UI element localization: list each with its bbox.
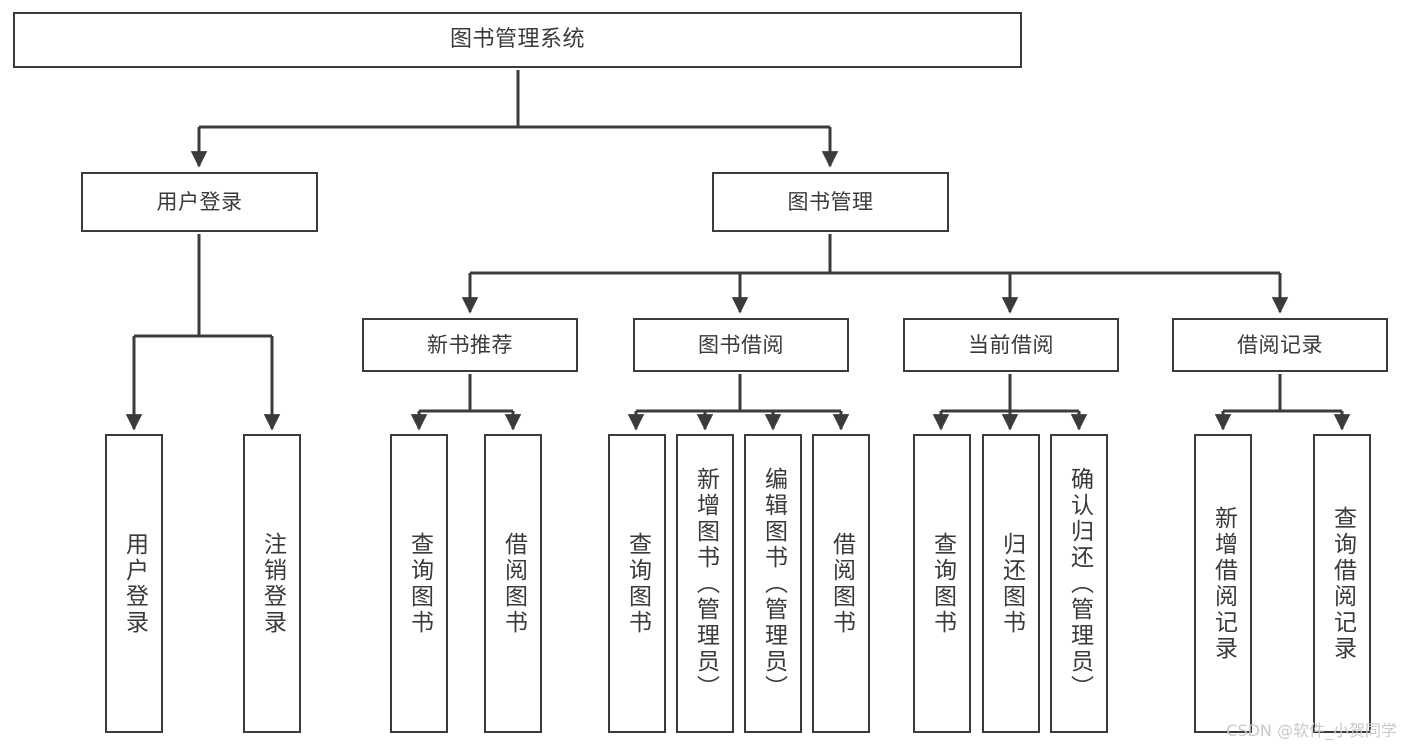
- node-label: 查询图书: [929, 531, 956, 636]
- node-label: 新增借阅记录: [1210, 505, 1237, 662]
- node-label: 归还图书: [998, 531, 1025, 636]
- leaf-current-confirm-return-admin[interactable]: 确认归还（管理员）: [1050, 434, 1108, 733]
- node-label: 查询图书: [624, 531, 651, 636]
- node-label: 图书借阅: [698, 332, 784, 357]
- node-current-borrow[interactable]: 当前借阅: [903, 318, 1119, 372]
- node-label: 用户登录: [156, 189, 243, 214]
- node-user-login[interactable]: 用户登录: [81, 172, 318, 232]
- leaf-user-login[interactable]: 用户登录: [105, 434, 163, 733]
- node-label: 新增图书（管理员）: [692, 466, 719, 701]
- leaf-logout[interactable]: 注销登录: [243, 434, 301, 733]
- leaf-borrow-add-book-admin[interactable]: 新增图书（管理员）: [676, 434, 734, 733]
- leaf-current-return-book[interactable]: 归还图书: [982, 434, 1040, 733]
- node-label: 借阅图书: [828, 531, 855, 636]
- node-label: 查询图书: [406, 531, 433, 636]
- leaf-borrow-edit-book-admin[interactable]: 编辑图书（管理员）: [744, 434, 802, 733]
- node-label: 当前借阅: [968, 332, 1054, 357]
- node-label: 借阅记录: [1237, 332, 1323, 357]
- leaf-new-book-query[interactable]: 查询图书: [390, 434, 448, 733]
- leaf-record-query-borrow-record[interactable]: 查询借阅记录: [1313, 434, 1371, 733]
- leaf-record-add-borrow-record[interactable]: 新增借阅记录: [1194, 434, 1252, 733]
- leaf-borrow-borrow-book[interactable]: 借阅图书: [812, 434, 870, 733]
- node-label: 新书推荐: [427, 332, 513, 357]
- node-label: 图书管理系统: [449, 27, 585, 53]
- node-label: 编辑图书（管理员）: [760, 466, 787, 701]
- node-label: 用户登录: [121, 531, 148, 636]
- node-new-book-recommend[interactable]: 新书推荐: [362, 318, 578, 372]
- node-label: 图书管理: [787, 189, 874, 214]
- node-label: 查询借阅记录: [1329, 505, 1356, 662]
- node-label: 确认归还（管理员）: [1066, 466, 1093, 701]
- leaf-borrow-query-book[interactable]: 查询图书: [608, 434, 666, 733]
- leaf-new-book-borrow[interactable]: 借阅图书: [484, 434, 542, 733]
- node-book-borrow[interactable]: 图书借阅: [633, 318, 849, 372]
- node-label: 注销登录: [259, 531, 286, 636]
- node-book-management[interactable]: 图书管理: [712, 172, 949, 232]
- node-borrow-record[interactable]: 借阅记录: [1172, 318, 1388, 372]
- node-label: 借阅图书: [500, 531, 527, 636]
- leaf-current-query-book[interactable]: 查询图书: [913, 434, 971, 733]
- node-root-book-management-system[interactable]: 图书管理系统: [13, 12, 1022, 68]
